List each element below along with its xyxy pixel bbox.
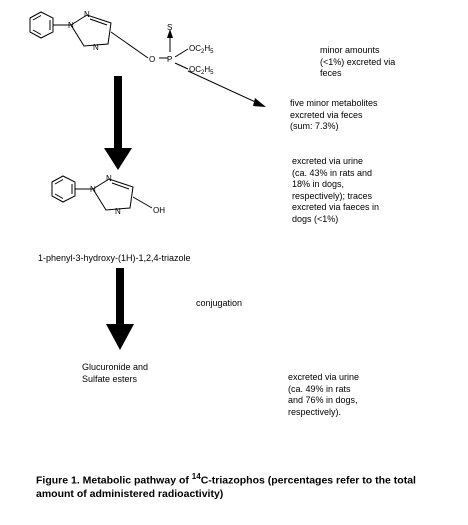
pathway-arrow-2-head <box>106 324 134 350</box>
metabolite-n4-label: N <box>115 207 121 216</box>
figure-caption: Figure 1. Metabolic pathway of 14C-triaz… <box>36 470 446 501</box>
metabolites-arrowhead <box>253 98 266 107</box>
triazole-n4-label: N <box>93 43 99 52</box>
sulfur-label: S <box>167 23 172 32</box>
phenyl-ring-metabolite <box>51 175 76 203</box>
note-five-metabolites: five minor metabolites excreted via fece… <box>290 98 378 131</box>
hydroxyl-label: OH <box>153 206 165 215</box>
triazole-n1-label: N <box>68 21 74 30</box>
caption-suffix: C-triazophos (percentages refer to the t… <box>36 474 416 500</box>
metabolite-n2-label: N <box>106 174 112 183</box>
metabolite-n1-label: N <box>90 185 96 194</box>
ester-oxygen-label: O <box>149 55 155 64</box>
p-s-arrowhead <box>167 29 173 38</box>
conjugation-label: conjugation <box>196 298 243 308</box>
note-urine-first: excreted via urine (ca. 43% in rats and … <box>292 156 380 224</box>
pathway-arrow-1-shaft <box>114 76 122 148</box>
pathway-arrow-1-head <box>104 148 132 170</box>
ethoxy-top-label: OC2H5 <box>189 44 214 55</box>
conjugates-label: Glucuronide and Sulfate esters <box>82 362 149 384</box>
note-minor-feces: minor amounts (<1%) excreted via feces <box>320 45 396 78</box>
note-urine-second: excreted via urine (ca. 49% in rats and … <box>288 372 360 417</box>
caption-isotope: 14 <box>191 472 201 481</box>
phenyl-ring-parent <box>29 11 54 39</box>
triazole-n2-label: N <box>84 10 90 19</box>
phosphorus-label: P <box>167 55 172 64</box>
pathway-arrow-2-shaft <box>116 268 124 324</box>
metabolite-name: 1-phenyl-3-hydroxy-(1H)-1,2,4-triazole <box>38 253 191 263</box>
ethoxy-bottom-label: OC2H5 <box>189 65 214 76</box>
caption-prefix: Figure 1. Metabolic pathway of <box>36 474 192 487</box>
